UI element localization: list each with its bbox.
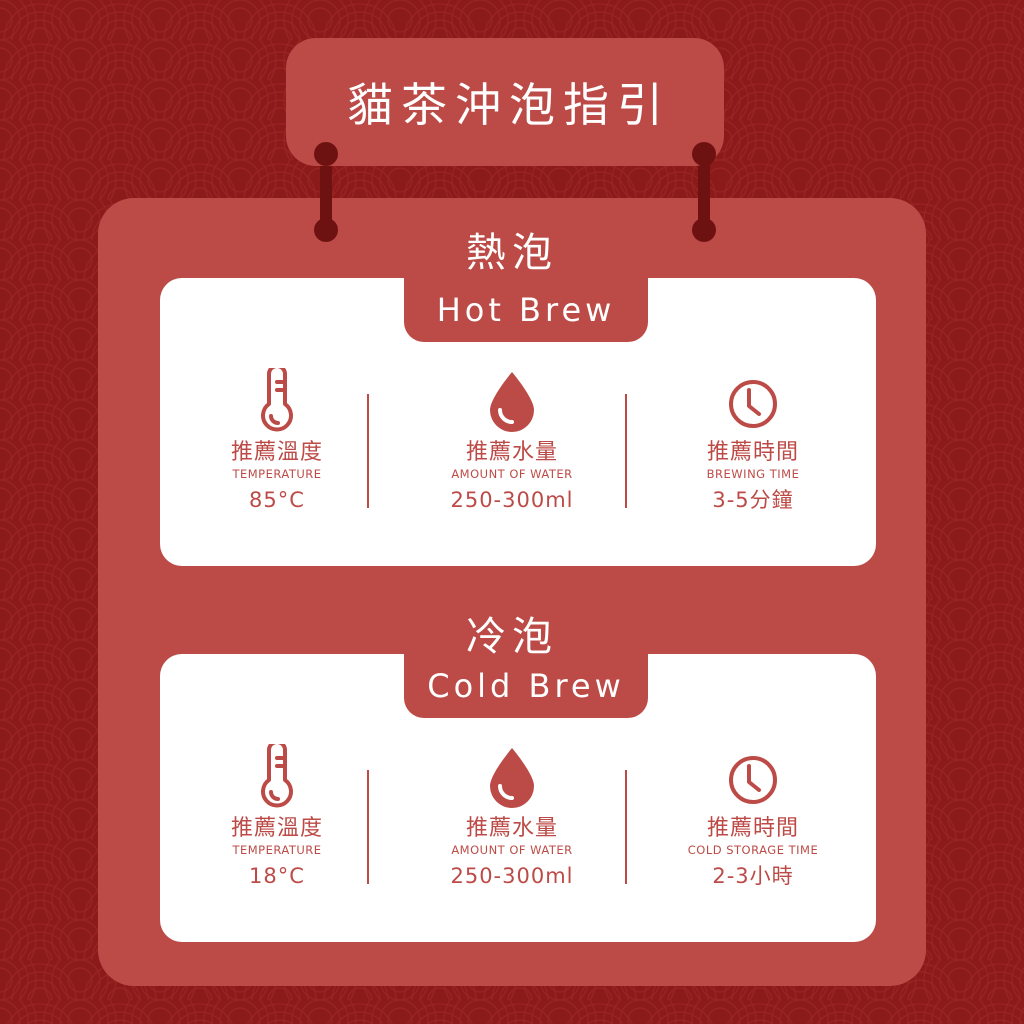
page-title: 貓茶沖泡指引 [347,78,671,132]
time-value: 3-5分鐘 [712,488,794,512]
water-label-zh: 推薦水量 [465,816,558,841]
cold-temperature-column: 推薦溫度 TEMPERATURE 18°C [161,744,393,890]
chain-ring-left-bottom [314,218,338,242]
chain-left [320,152,332,232]
temperature-value: 85°C [249,488,305,512]
chain-ring-right [692,142,716,166]
divider [625,770,627,884]
temperature-value: 18°C [249,864,305,888]
cold-water-column: 推薦水量 AMOUNT OF WATER 250-300ml [396,744,628,890]
time-label-zh: 推薦時間 [706,816,799,841]
water-label-en: AMOUNT OF WATER [451,467,573,481]
section-heading-cold: 冷泡 [466,614,558,660]
temperature-label-zh: 推薦溫度 [230,816,323,841]
divider [367,770,369,884]
thermometer-icon [261,744,293,808]
clock-icon [729,380,777,428]
thermometer-icon [261,368,293,432]
divider [367,394,369,508]
cold-time-column: 推薦時間 COLD STORAGE TIME 2-3小時 [637,752,869,890]
hot-temperature-column: 推薦溫度 TEMPERATURE 85°C [161,368,393,514]
water-label-en: AMOUNT OF WATER [451,843,573,857]
hot-brew-tab: Hot Brew [404,278,648,342]
water-drop-icon [490,372,534,432]
time-value: 2-3小時 [712,864,794,888]
hot-water-column: 推薦水量 AMOUNT OF WATER 250-300ml [396,368,628,514]
chain-right [698,152,710,232]
cold-brew-tab: Cold Brew [404,654,648,718]
water-drop-icon [490,748,534,808]
water-value: 250-300ml [450,488,574,512]
water-value: 250-300ml [450,864,574,888]
divider [625,394,627,508]
temperature-label-en: TEMPERATURE [232,467,322,481]
temperature-label-zh: 推薦溫度 [230,440,323,465]
time-label-zh: 推薦時間 [706,440,799,465]
temperature-label-en: TEMPERATURE [232,843,322,857]
clock-icon [729,756,777,804]
hot-time-column: 推薦時間 BREWING TIME 3-5分鐘 [637,376,869,514]
time-label-en: BREWING TIME [706,467,800,481]
title-sign: 貓茶沖泡指引 [286,38,724,166]
chain-ring-left [314,142,338,166]
water-label-zh: 推薦水量 [465,440,558,465]
chain-ring-right-bottom [692,218,716,242]
time-label-en: COLD STORAGE TIME [687,843,819,857]
section-heading-hot: 熱泡 [466,230,558,276]
